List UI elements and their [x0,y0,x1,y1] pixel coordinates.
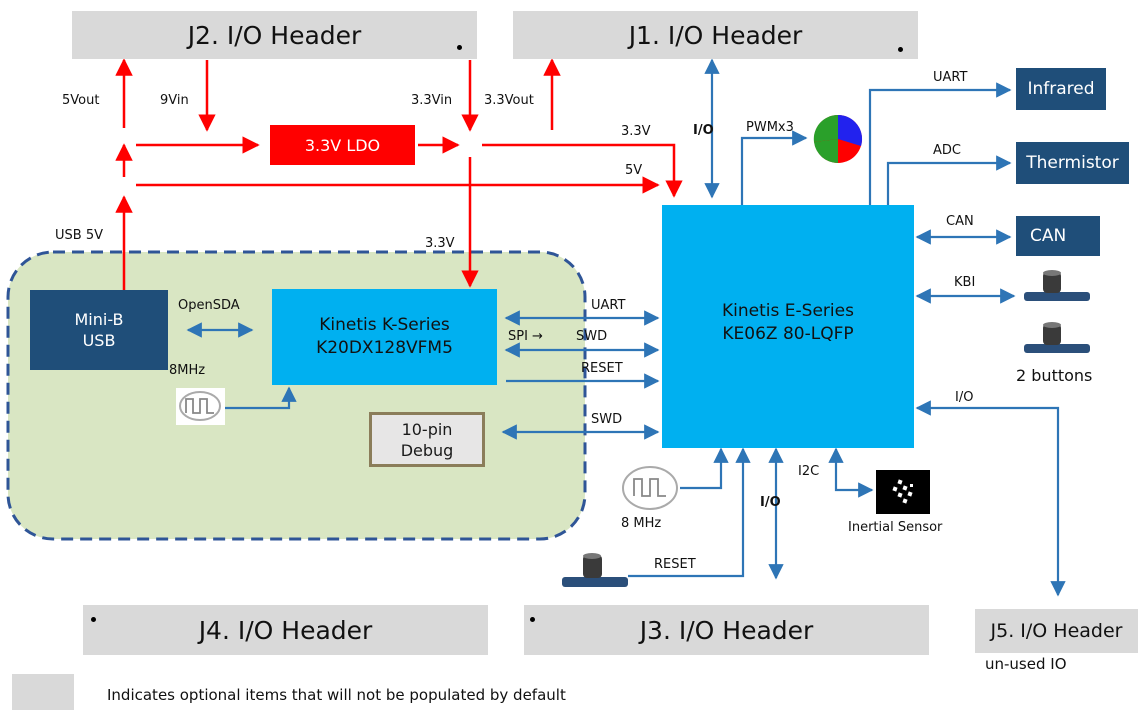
label-io-bottom: I/O [760,495,781,510]
label-uart: UART [591,298,626,313]
j5-header-label: J5. I/O Header [990,620,1123,642]
label-swd-k20: SWD [576,329,608,344]
button-icon-reset [562,553,628,587]
debug-connector-block: 10-pin Debug [369,412,485,467]
debug-line2: Debug [400,440,454,460]
mini-usb-block: Mini-B USB [30,290,168,370]
button-icon-kbi-1 [1024,270,1090,301]
can-block: CAN [1016,216,1100,256]
label-reset-button: RESET [654,557,696,572]
two-buttons-label: 2 buttons [1016,366,1093,385]
j1-header-label: J1. I/O Header [628,20,803,50]
k20-mcu-block: Kinetis K-Series K20DX128VFM5 [272,289,497,385]
ke06-line1: Kinetis E-Series [722,301,854,321]
oscillator-8mhz-label: 8 MHz [621,516,662,531]
label-spi: SPI → [508,329,543,344]
oscillator-icon-k20 [176,388,225,425]
inertial-sensor-icon [876,470,930,514]
legend-text: Indicates optional items that will not b… [107,686,566,704]
label-opensda: OpenSDA [178,298,240,313]
oscillator-icon-ke [622,466,678,510]
label-3v3in: 3.3Vin [411,93,453,108]
label-kbi: KBI [954,275,976,290]
label-5vout: 5Vout [62,93,100,108]
label-uart-infrared: UART [933,70,968,85]
label-i2c: I2C [798,464,820,479]
label-3v3-to-k20: 3.3V [425,236,455,251]
label-3v3out: 3.3Vout [484,93,534,108]
label-io-top: I/O [693,123,714,138]
signal-lines [186,58,1066,597]
label-can: CAN [946,214,974,229]
thermistor-label: Thermistor [1026,153,1119,173]
legend-swatch [12,674,74,710]
rgb-led-icon [813,114,863,164]
j5-header: J5. I/O Header [975,609,1138,653]
ke06-line2: KE06Z 80-LQFP [722,324,854,344]
label-rail-3v3: 3.3V [621,124,651,139]
infrared-label: Infrared [1027,79,1095,99]
label-pwm: PWMx3 [746,120,794,135]
ldo-label: 3.3V LDO [304,135,381,155]
j4-header-label: J4. I/O Header [198,615,373,645]
button-icon-kbi-2 [1024,322,1090,353]
k20-line2: K20DX128VFM5 [316,338,453,358]
k20-line1: Kinetis K-Series [319,315,450,335]
j3-header-label: J3. I/O Header [639,615,814,645]
j1-header: J1. I/O Header [513,11,918,59]
can-label: CAN [1030,226,1067,246]
mini-usb-line1: Mini-B [74,310,124,329]
debug-line1: 10-pin [401,419,453,439]
j1-pin1-dot [898,47,903,52]
j4-pin1-dot [91,617,96,622]
infrared-block: Infrared [1016,68,1106,110]
j4-header: J4. I/O Header [83,605,488,655]
thermistor-block: Thermistor [1016,142,1129,184]
label-9vin: 9Vin [160,93,189,108]
j3-header: J3. I/O Header [524,605,929,655]
ldo-block: 3.3V LDO [270,125,415,165]
label-adc: ADC [933,143,961,158]
j5-note: un-used IO [985,655,1067,673]
mini-usb-line2: USB [82,331,116,350]
ke06-mcu-block: Kinetis E-Series KE06Z 80-LQFP [662,205,914,448]
inertial-sensor-label: Inertial Sensor [848,520,943,535]
label-io-right: I/O [955,390,974,405]
j2-header-label: J2. I/O Header [187,20,362,50]
j2-pin1-dot [457,45,462,50]
label-swd-debug: SWD [591,412,623,427]
j2-header: J2. I/O Header [72,11,477,59]
j3-pin1-dot [530,617,535,622]
label-usb5v: USB 5V [55,228,103,243]
label-8mhz-k20: 8MHz [169,363,206,378]
label-rail-5v: 5V [625,163,643,178]
power-lines [115,58,683,290]
label-reset-k20: RESET [581,361,623,376]
